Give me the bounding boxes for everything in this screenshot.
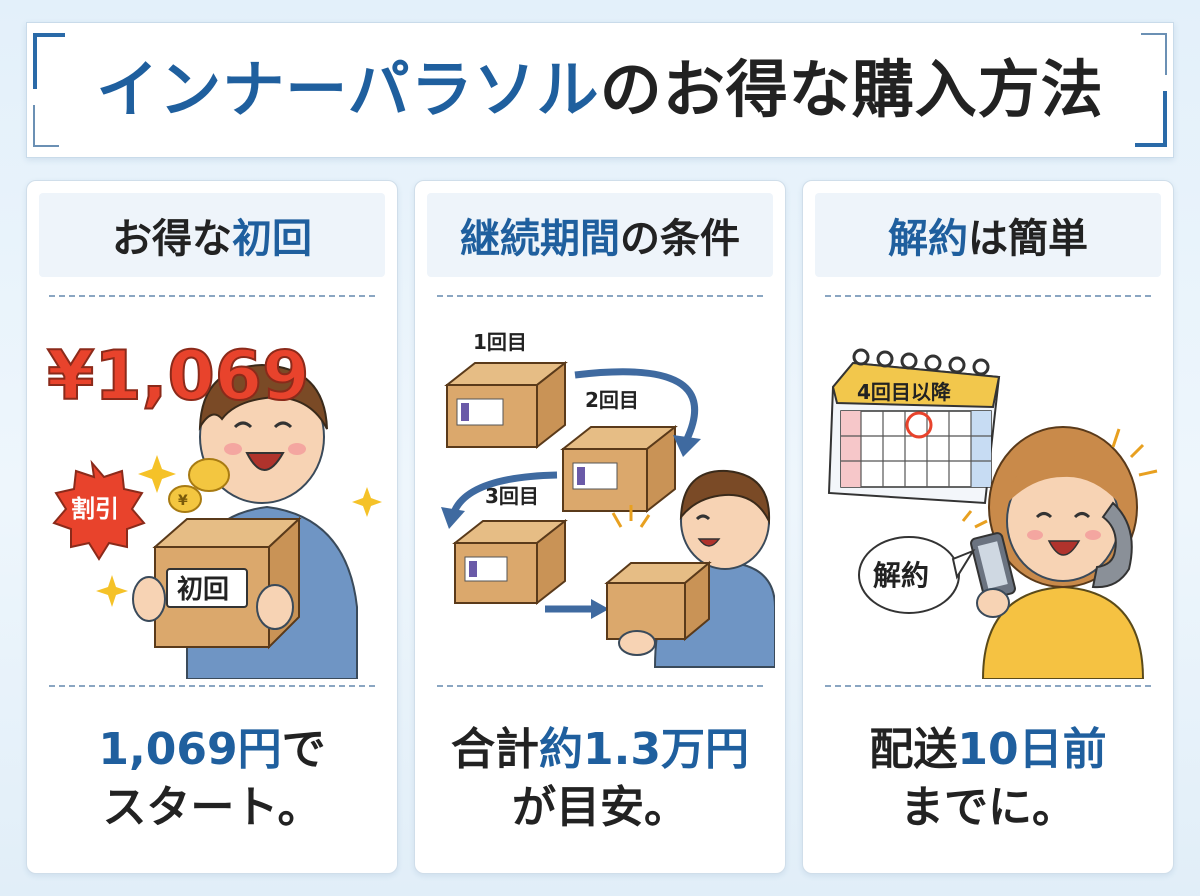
card-heading: 解約は簡単 [815, 193, 1161, 277]
summary-text: で [281, 724, 326, 775]
calendar-label: 4回目以降 [857, 380, 952, 404]
summary-line-2: スタート。 [102, 782, 322, 833]
calendar-icon: 4回目以降 [827, 348, 1001, 505]
sparkle-icon [352, 487, 382, 517]
card-heading-part-a: お得な [112, 216, 232, 262]
discount-burst-badge [52, 459, 146, 561]
corner-bracket-bottom-left [33, 105, 59, 147]
card-heading-part-b: の条件 [620, 216, 740, 262]
divider [49, 295, 375, 297]
coin-icon [168, 485, 202, 513]
card-continuation-terms: 継続期間の条件 1回目 2回目 3回目 [414, 180, 786, 874]
card-heading: お得な初回 [39, 193, 385, 277]
title-suffix: のお得な購入方法 [599, 53, 1104, 126]
card-first-purchase: お得な初回 ¥1,069 ¥ 割引 初回 1,06 [26, 180, 398, 874]
arrow-icon [574, 368, 699, 441]
step-label-3: 3回目 [485, 484, 539, 508]
card-heading: 継続期間の条件 [427, 193, 773, 277]
title-banner: インナーパラソルのお得な購入方法 [26, 22, 1174, 158]
sparkle-icon [96, 575, 128, 607]
discount-badge-text: 割引 [71, 495, 119, 523]
coin-icon [188, 458, 230, 492]
first-purchase-illustration: ¥1,069 ¥ 割引 初回 [46, 336, 382, 679]
summary-highlight: 10日前 [957, 724, 1107, 775]
divider [825, 295, 1151, 297]
box-3 [452, 518, 568, 606]
cancellation-illustration: 4回目以降 解約 [827, 348, 1158, 679]
divider [49, 685, 375, 687]
page-title: インナーパラソルのお得な購入方法 [27, 53, 1173, 127]
telephone-icon [1091, 501, 1133, 589]
card-heading-part-a: 継続期間 [460, 216, 620, 262]
card-summary: 合計約1.3万円 が目安。 [415, 721, 785, 837]
summary-line-2: までに。 [900, 782, 1076, 833]
sparkle-icon [138, 455, 176, 493]
step-label-1: 1回目 [473, 330, 527, 354]
card-heading-part-b: 初回 [232, 216, 312, 262]
corner-bracket-top-left [33, 33, 65, 89]
arrow-icon [449, 471, 558, 517]
summary-highlight: 1,069円 [98, 724, 282, 775]
delivery-schedule-illustration: 1回目 2回目 3回目 [441, 330, 775, 668]
corner-bracket-top-right [1141, 33, 1167, 75]
summary-text: 配送 [869, 724, 958, 775]
card-easy-cancellation: 解約は簡単 4回目以降 [802, 180, 1174, 874]
speech-bubble: 解約 [858, 536, 976, 614]
card-heading-part-b: は簡単 [968, 216, 1088, 262]
step-label-2: 2回目 [585, 388, 639, 412]
box-label: 初回 [177, 575, 229, 605]
corner-bracket-bottom-right [1135, 91, 1167, 147]
price-display: ¥1,069 [47, 337, 309, 416]
card-summary: 1,069円で スタート。 [27, 721, 397, 837]
summary-highlight: 約1.3万円 [539, 724, 749, 775]
title-product-name: インナーパラソル [96, 53, 600, 126]
box-1 [444, 360, 568, 450]
divider [825, 685, 1151, 687]
svg-text:¥: ¥ [178, 493, 188, 509]
box-4 [604, 560, 712, 642]
card-heading-part-a: 解約 [888, 216, 968, 262]
divider [437, 685, 763, 687]
box-2 [560, 424, 678, 514]
divider [437, 295, 763, 297]
summary-line-2: が目安。 [512, 782, 688, 833]
summary-text: 合計 [451, 724, 540, 775]
card-summary: 配送10日前 までに。 [803, 721, 1173, 837]
speech-bubble-text: 解約 [873, 559, 929, 592]
